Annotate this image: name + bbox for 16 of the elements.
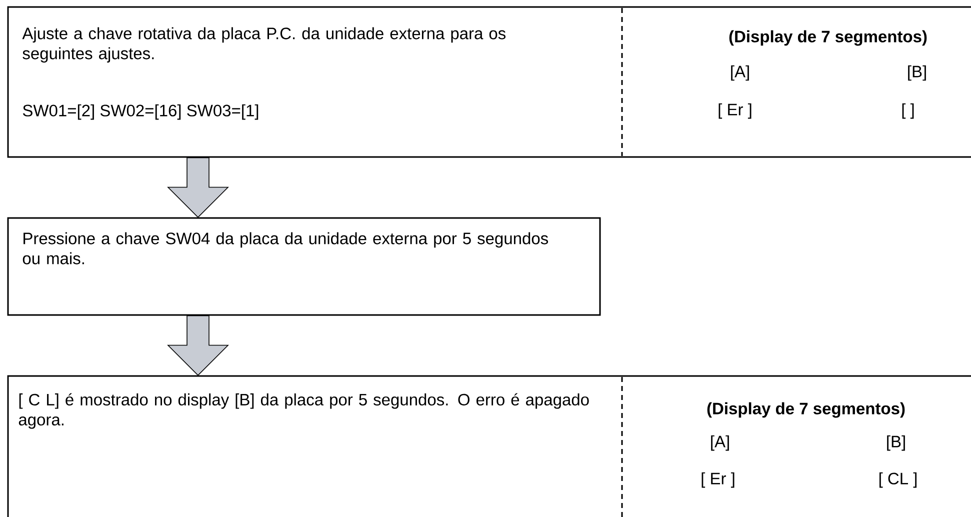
display-reading: [ ] (902, 103, 914, 119)
display-reading: [ Er ] (702, 472, 734, 488)
display-label: [B] (887, 435, 905, 451)
display-label: [B] (908, 65, 926, 81)
block-arrow (167, 315, 229, 376)
display-reading: [ CL ] (879, 472, 917, 488)
step-text: Ajuste a chave rotativa da placa P.C. da unidade externa para os seguintes ajustes. (22, 27, 506, 63)
block-arrow (167, 157, 229, 218)
display-heading: (Display de 7 segmentos) (729, 30, 927, 46)
display-label: [A] (731, 65, 749, 81)
display-label: [A] (711, 435, 729, 451)
step-text: [ C L] é mostrado no display [B] da placa por 5 segundos. O erro é apagado agora. (18, 393, 589, 429)
display-heading: (Display de 7 segmentos) (707, 402, 905, 418)
display-reading: [ Er ] (718, 103, 752, 119)
switch-settings: SW01=[2] SW02=[16] SW03=[1] (22, 104, 258, 120)
step-text: Pressione a chave SW04 da placa da unidade externa por 5 segundos ou mais. (22, 232, 548, 264)
